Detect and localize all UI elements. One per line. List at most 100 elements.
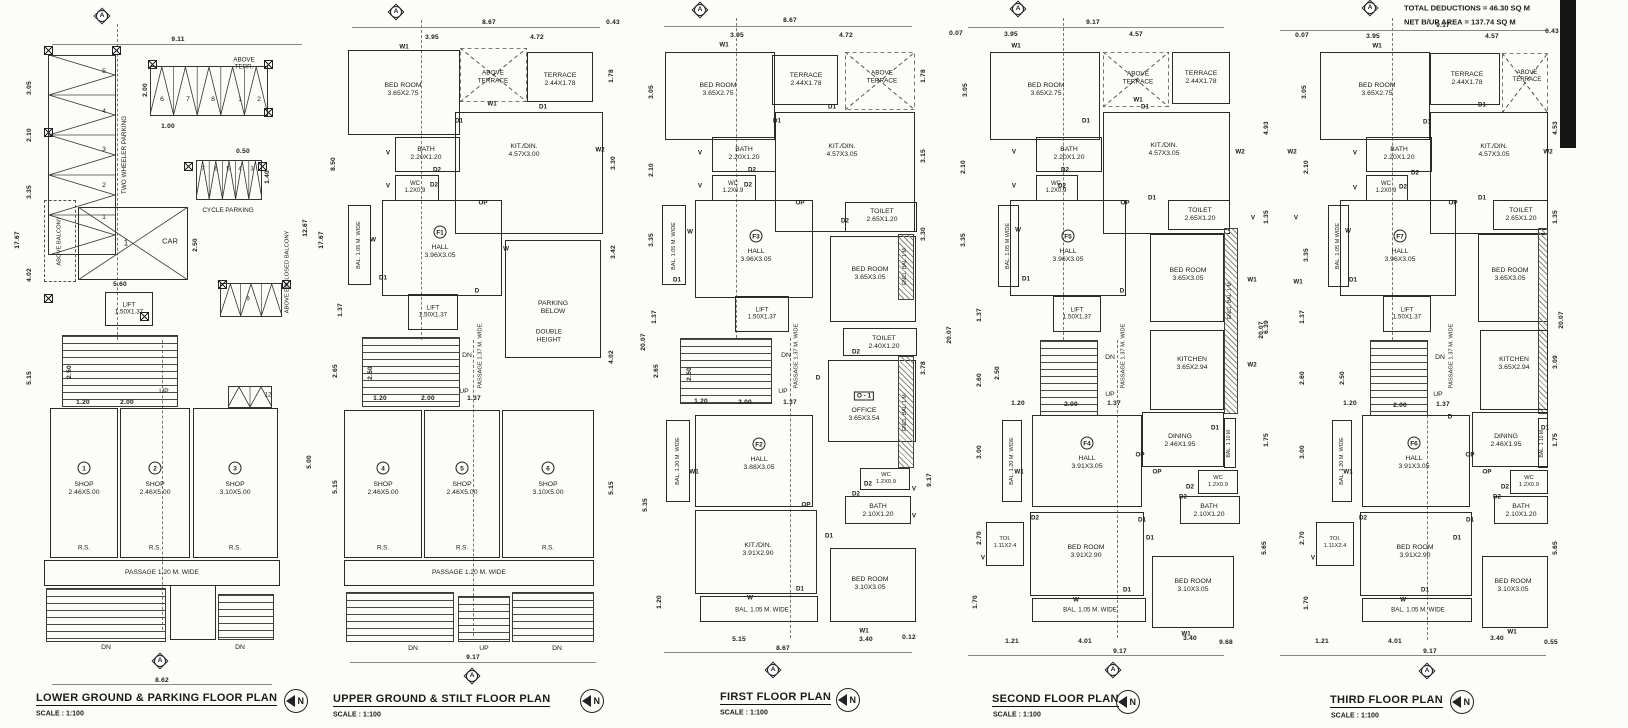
opening-label: D2 xyxy=(1031,514,1039,522)
room-label: WC 1.2X0.9 xyxy=(404,180,426,194)
north-letter: N xyxy=(1463,697,1471,707)
opening-label: OP xyxy=(478,199,488,207)
room-label: TOI. 1.11X2.4 xyxy=(993,536,1017,549)
dim-label-vertical: 3.35 xyxy=(1303,248,1311,262)
room-outline xyxy=(662,205,686,285)
room-label-vertical: BAL. 1.05 M WIDE xyxy=(1004,222,1011,270)
opening-label: W xyxy=(503,245,509,253)
room-outline xyxy=(990,52,1100,140)
dimension-line xyxy=(352,27,600,28)
room-label: BED ROOM 3.10X3.05 xyxy=(851,575,889,591)
room-label: UP xyxy=(159,387,169,395)
opening-label: D1 xyxy=(1421,586,1429,594)
room-label: CAR xyxy=(162,236,178,246)
stair-flight xyxy=(346,592,454,642)
room-outline xyxy=(1510,470,1548,494)
section-line xyxy=(1427,340,1428,640)
opening-label: D1 xyxy=(825,532,833,540)
dim-label: 2.00 xyxy=(120,399,134,407)
room-outline xyxy=(1480,330,1548,410)
dim-label-vertical: 20.07 xyxy=(1558,311,1566,329)
plan-title: LOWER GROUND & PARKING FLOOR PLAN xyxy=(36,692,278,706)
room-label: R.S. xyxy=(148,544,162,552)
column-marker-icon xyxy=(264,108,273,117)
room-label: DN xyxy=(235,643,245,651)
dim-label-vertical: 4.53 xyxy=(1552,121,1560,135)
room-label: 1 xyxy=(123,238,129,248)
dim-label-vertical: 2.50 xyxy=(192,238,200,252)
dim-label-vertical: 2.10 xyxy=(1303,160,1311,174)
opening-label: D1 xyxy=(1146,534,1154,542)
room-label: BATH 2.20X1.20 xyxy=(1053,145,1085,161)
room-label: SHOP 2.46X5.00 xyxy=(68,480,100,496)
dim-label-vertical: 17.67 xyxy=(14,231,22,249)
room-label: 4 xyxy=(102,107,106,115)
room-outline xyxy=(424,410,500,558)
dim-label: 1.37 xyxy=(467,395,481,403)
dim-label: 9.17 xyxy=(1086,19,1100,27)
room-outline xyxy=(1152,556,1234,628)
dim-label-vertical: 2.65 xyxy=(653,364,661,378)
room-outline xyxy=(1332,420,1352,502)
dim-label-vertical: 3.15 xyxy=(920,149,928,163)
note-net-bup-area: NET B/UP AREA = 137.74 SQ M xyxy=(1404,17,1516,27)
opening-label: W xyxy=(1400,596,1406,604)
room-outline xyxy=(348,205,371,285)
room-label: SHOP 2.46X5.00 xyxy=(367,480,399,496)
room-label: OFFICE 3.65X3.54 xyxy=(848,406,880,422)
room-label-vertical: ENCL. BAL. 1 M. xyxy=(902,392,909,432)
dim-label-vertical: 5.00 xyxy=(306,455,314,469)
section-marker-letter: A xyxy=(1421,665,1433,677)
section-marker: A xyxy=(1104,661,1122,679)
opening-label: D2 xyxy=(1411,169,1419,177)
opening-label: D1 xyxy=(455,117,463,125)
opening-label: W2 xyxy=(1543,148,1553,156)
dim-label: 9.68 xyxy=(1219,639,1233,647)
column-marker-icon xyxy=(44,294,53,303)
room-outline xyxy=(1320,52,1430,140)
dim-label: 3.95 xyxy=(730,32,744,40)
dim-label: 2.00 xyxy=(1393,402,1407,410)
scan-artifact xyxy=(1560,0,1576,148)
room-outline xyxy=(695,200,813,298)
dimension-line xyxy=(1280,30,1548,31)
above-terrace-cross-icon xyxy=(845,52,915,110)
room-label: ABOVE TERR. xyxy=(233,56,255,71)
north-triangle-icon xyxy=(838,694,847,706)
room-outline xyxy=(845,202,917,232)
room-outline xyxy=(986,522,1024,566)
room-label-vertical: PASSAGE 1.37 M. WIDE xyxy=(1448,323,1455,389)
room-label: WC 1.2X0.9 xyxy=(1208,475,1228,488)
section-line xyxy=(1117,340,1118,638)
plan-title: FIRST FLOOR PLAN xyxy=(720,691,832,705)
dim-label-vertical: 20.07 xyxy=(640,333,648,351)
room-outline xyxy=(1383,296,1431,332)
unit-number-badge: 1 xyxy=(77,461,91,475)
opening-label: D1 xyxy=(1478,101,1486,109)
room-label: BED ROOM 3.10X3.05 xyxy=(1174,577,1212,593)
dim-label-vertical: 5.65 xyxy=(1261,541,1269,555)
room-outline xyxy=(408,294,458,330)
dim-label: 1.20 xyxy=(694,398,708,406)
room-outline xyxy=(50,408,118,558)
dim-label: 4.01 xyxy=(1078,638,1092,646)
dim-label: 1.37 xyxy=(783,399,797,407)
room-label: BATH 2.10X1.20 xyxy=(862,502,894,518)
column-marker-icon xyxy=(184,162,193,171)
dim-label-vertical: 3.42 xyxy=(610,245,618,259)
room-label: DN xyxy=(462,351,472,359)
room-label: LIFT 1.50X1.37 xyxy=(1062,306,1092,321)
section-line xyxy=(736,18,737,338)
section-marker-letter: A xyxy=(96,10,108,22)
above-terrace-cross-icon xyxy=(460,48,527,102)
room-label: BATH 2.10X1.20 xyxy=(1193,502,1225,518)
dimension-line xyxy=(350,662,596,663)
stair-flight xyxy=(458,596,510,642)
dimension-line xyxy=(664,652,912,653)
room-label: PASSAGE 1.20 M. WIDE xyxy=(432,569,506,577)
opening-label: W xyxy=(687,228,693,236)
room-label: BED ROOM 3.65X2.75 xyxy=(699,81,737,97)
column-marker-icon xyxy=(44,128,53,137)
parking-stalls-icon xyxy=(196,160,262,200)
opening-label: V xyxy=(385,182,391,190)
